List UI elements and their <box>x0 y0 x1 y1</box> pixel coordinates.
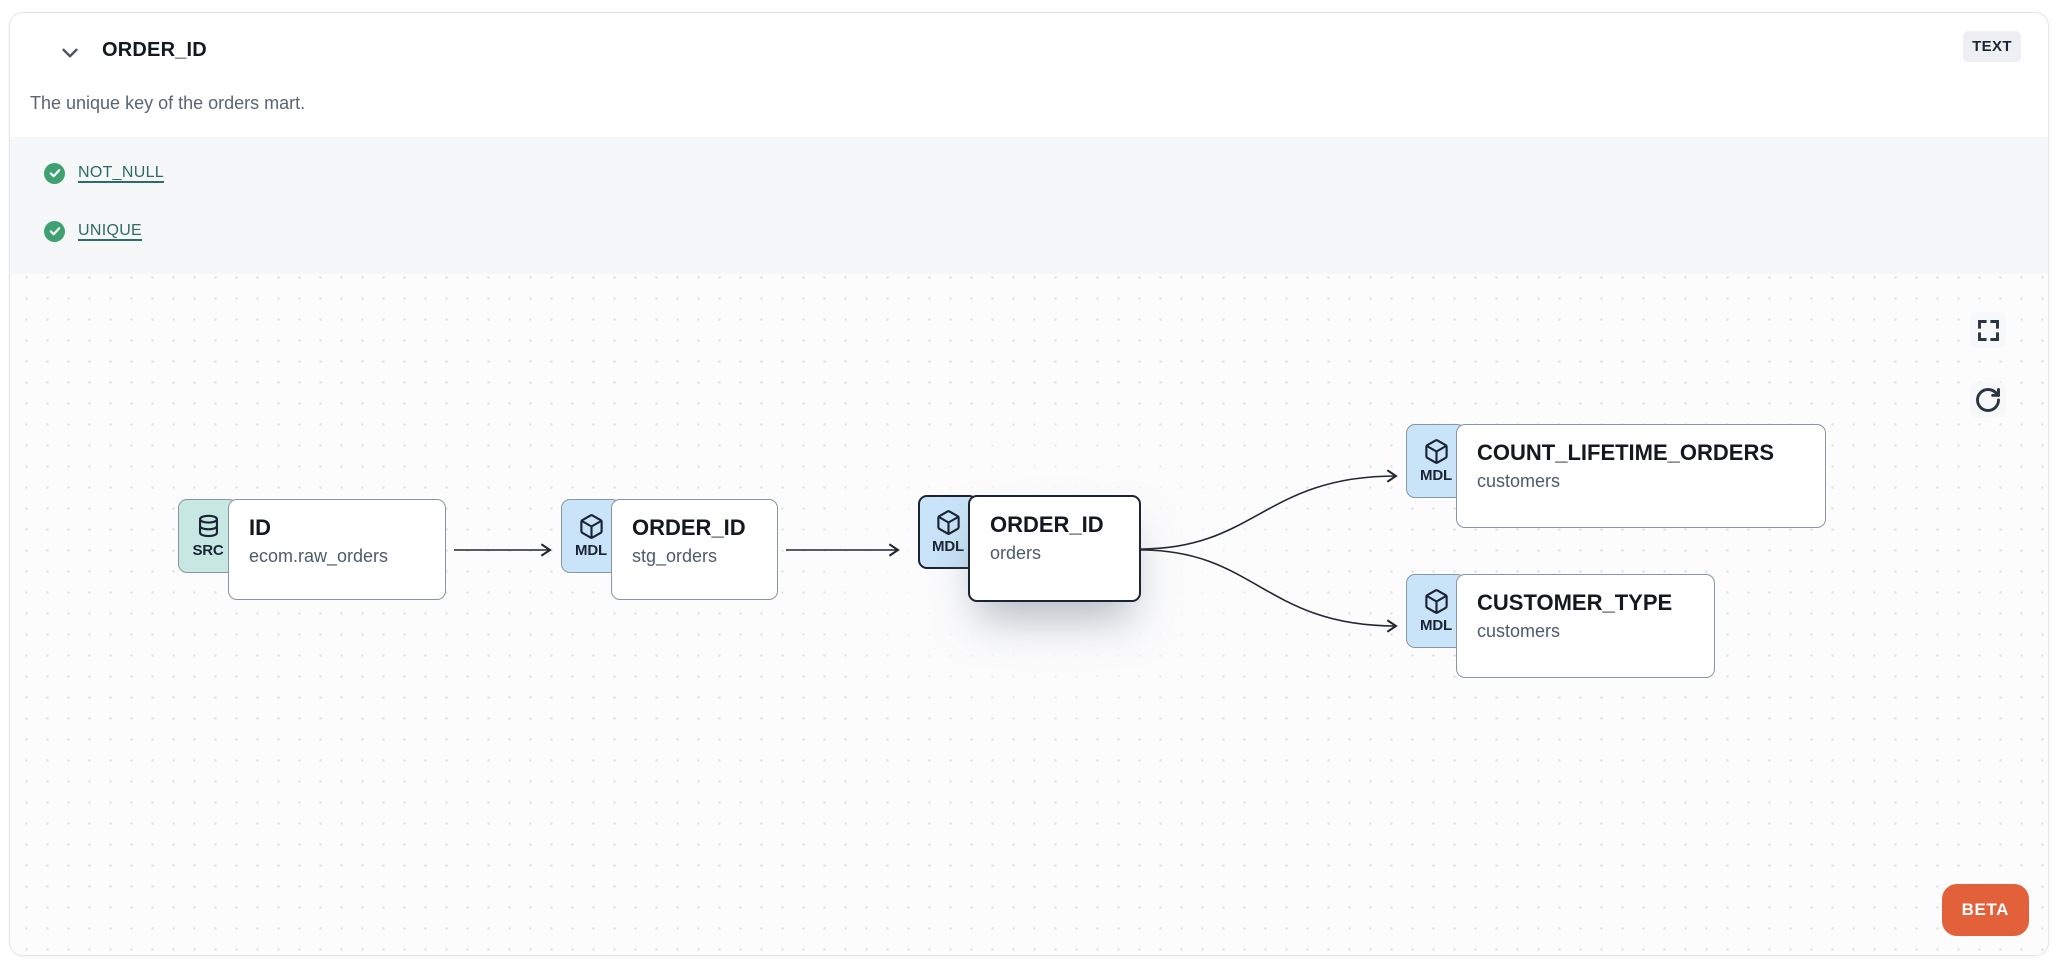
lineage-node-order-id-orders-selected[interactable]: MDL ORDER_ID orders <box>918 495 1141 602</box>
node-card: CUSTOMER_TYPE customers <box>1456 574 1715 678</box>
refresh-icon <box>1974 386 2002 414</box>
chevron-down-icon <box>57 40 83 66</box>
test-link[interactable]: NOT_NULL <box>78 164 164 181</box>
node-title: ORDER_ID <box>632 515 746 540</box>
check-circle-icon <box>44 220 65 242</box>
test-link[interactable]: UNIQUE <box>78 222 143 239</box>
node-title: CUSTOMER_TYPE <box>1477 590 1673 615</box>
column-description: The unique key of the orders mart. <box>30 93 306 113</box>
cube-icon <box>1423 438 1450 465</box>
column-type-badge: TEXT <box>1963 31 2021 62</box>
lineage-node-customer-type[interactable]: MDL CUSTOMER_TYPE customers <box>1406 574 1715 678</box>
node-badge-label: MDL <box>575 542 607 559</box>
node-badge-label: MDL <box>932 538 964 555</box>
check-circle-icon <box>44 162 65 184</box>
beta-badge: BETA <box>1941 884 2029 936</box>
cube-icon <box>935 509 962 536</box>
node-card: ORDER_ID stg_orders <box>611 499 778 600</box>
column-detail-panel: ORDER_ID TEXT The unique key of the orde… <box>9 12 2049 956</box>
node-title: ORDER_ID <box>990 512 1104 537</box>
database-icon <box>195 513 222 540</box>
node-title: ID <box>249 515 271 540</box>
fullscreen-button[interactable] <box>1970 312 2006 348</box>
collapse-toggle-button[interactable] <box>54 37 86 69</box>
node-card: COUNT_LIFETIME_ORDERS customers <box>1456 424 1826 528</box>
node-title: COUNT_LIFETIME_ORDERS <box>1477 440 1775 465</box>
node-subtitle: stg_orders <box>632 546 718 566</box>
fullscreen-icon <box>1975 317 2002 344</box>
node-subtitle: customers <box>1477 471 1561 491</box>
node-subtitle: orders <box>990 543 1042 563</box>
node-card: ORDER_ID orders <box>968 495 1141 602</box>
canvas-controls <box>1970 312 2006 418</box>
node-subtitle: ecom.raw_orders <box>249 546 389 566</box>
cube-icon <box>1423 588 1450 615</box>
lineage-node-order-id-stg-orders[interactable]: MDL ORDER_ID stg_orders <box>561 499 778 600</box>
tests-section: NOT_NULL UNIQUE <box>10 137 2048 274</box>
lineage-node-count-lifetime-orders[interactable]: MDL COUNT_LIFETIME_ORDERS customers <box>1406 424 1826 528</box>
lineage-node-id-raw-orders[interactable]: SRC ID ecom.raw_orders <box>178 499 446 600</box>
node-badge-label: MDL <box>1420 467 1452 484</box>
test-row-unique[interactable]: UNIQUE <box>44 220 142 242</box>
test-row-not-null[interactable]: NOT_NULL <box>44 162 164 184</box>
node-badge-label: SRC <box>192 542 224 559</box>
node-card: ID ecom.raw_orders <box>228 499 446 600</box>
refresh-button[interactable] <box>1970 382 2006 418</box>
column-name-title: ORDER_ID <box>102 39 207 61</box>
node-subtitle: customers <box>1477 621 1561 641</box>
lineage-canvas[interactable]: SRC ID ecom.raw_orders MDL ORDER_ID stg_… <box>10 274 2048 955</box>
node-badge-label: MDL <box>1420 617 1452 634</box>
cube-icon <box>578 513 605 540</box>
